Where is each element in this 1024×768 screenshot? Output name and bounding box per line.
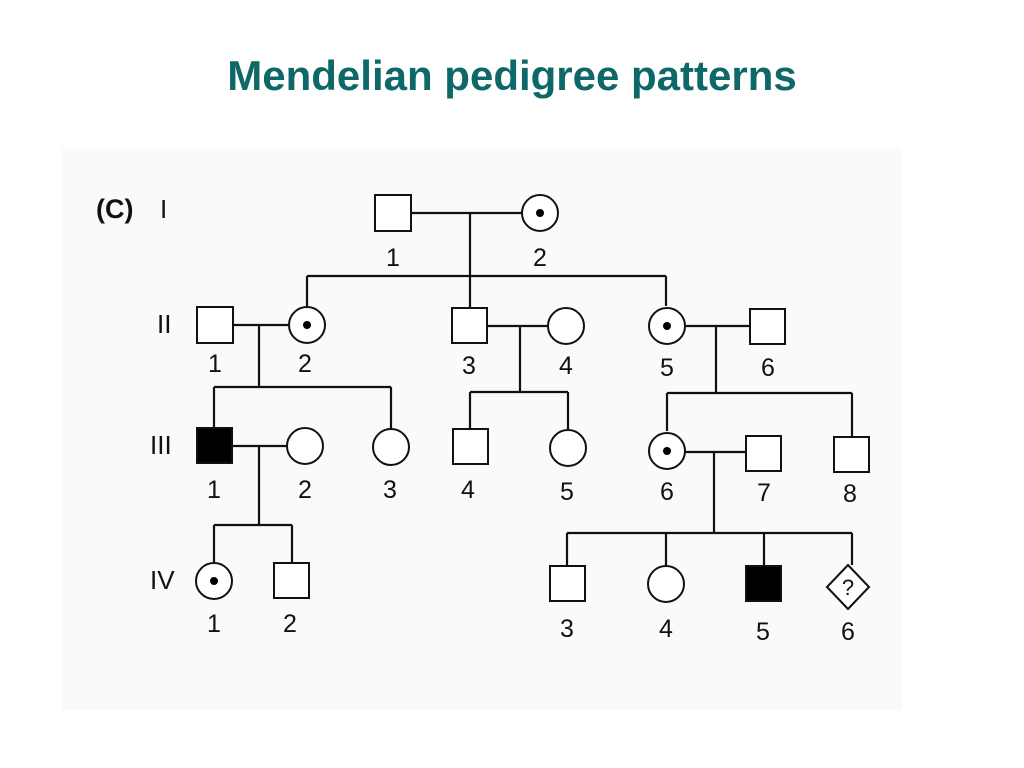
carrier-dot xyxy=(303,321,311,329)
male-II-3 xyxy=(451,307,488,344)
label-III-4: 4 xyxy=(461,476,475,504)
label-IV-6: 6 xyxy=(841,618,855,646)
male-III-8 xyxy=(833,436,870,473)
label-II-3: 3 xyxy=(462,352,476,380)
male-I-1 xyxy=(374,194,412,232)
label-IV-5: 5 xyxy=(756,618,770,646)
generation-label-II: II xyxy=(157,309,171,339)
label-II-1: 1 xyxy=(208,350,222,378)
label-III-2: 2 xyxy=(298,476,312,504)
label-II-5: 5 xyxy=(660,354,674,382)
unknown-sex-IV-6 xyxy=(825,563,871,611)
label-I-2: 2 xyxy=(533,244,547,272)
female-III-3 xyxy=(372,428,410,466)
generation-label-I: I xyxy=(160,194,167,224)
male-III-4 xyxy=(452,428,489,465)
label-II-4: 4 xyxy=(559,352,573,380)
carrier-dot xyxy=(663,447,671,455)
label-III-5: 5 xyxy=(560,478,574,506)
carrier-dot xyxy=(210,577,218,585)
label-IV-4: 4 xyxy=(659,615,673,643)
carrier-dot xyxy=(663,322,671,330)
affected-male-III-1 xyxy=(196,427,233,464)
affected-male-IV-5 xyxy=(745,565,782,602)
female-IV-4 xyxy=(647,565,685,603)
generation-label-IV: IV xyxy=(150,565,175,595)
page-title: Mendelian pedigree patterns xyxy=(227,52,797,99)
label-IV-2: 2 xyxy=(283,610,297,638)
label-IV-3: 3 xyxy=(560,615,574,643)
male-III-7 xyxy=(745,435,782,472)
generation-label-III: III xyxy=(150,430,172,460)
label-III-8: 8 xyxy=(843,480,857,508)
male-IV-2 xyxy=(273,562,310,599)
female-III-5 xyxy=(549,429,587,467)
label-II-6: 6 xyxy=(761,354,775,382)
panel-label: (C) xyxy=(96,194,133,224)
male-IV-3 xyxy=(549,565,586,602)
female-II-4 xyxy=(547,307,585,345)
carrier-dot xyxy=(536,209,544,217)
pedigree-lines xyxy=(212,211,854,566)
male-II-1 xyxy=(196,306,234,344)
label-II-2: 2 xyxy=(298,350,312,378)
unknown-status-mark: ? xyxy=(842,575,854,600)
female-III-2 xyxy=(286,427,324,465)
label-III-1: 1 xyxy=(207,476,221,504)
male-II-6 xyxy=(749,308,786,345)
label-III-3: 3 xyxy=(383,476,397,504)
label-III-7: 7 xyxy=(757,479,771,507)
label-IV-1: 1 xyxy=(207,610,221,638)
label-III-6: 6 xyxy=(660,478,674,506)
label-I-1: 1 xyxy=(386,244,400,272)
